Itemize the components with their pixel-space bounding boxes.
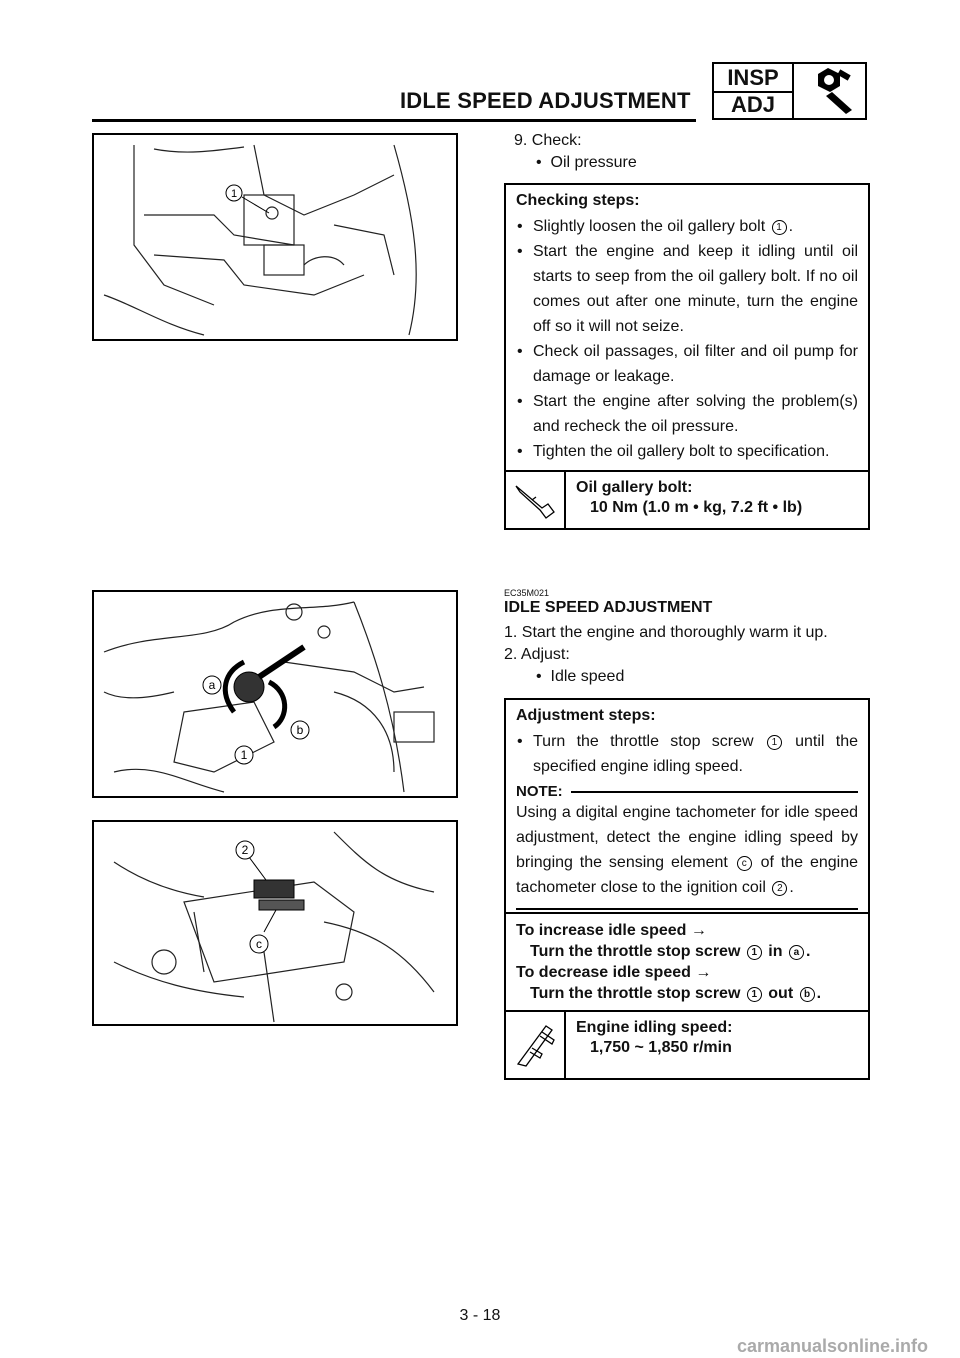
adjustment-steps-heading: Adjustment steps: — [516, 707, 656, 724]
oil-gallery-bolt-value: 10 Nm (1.0 m • kg, 7.2 ft • lb) — [590, 499, 803, 516]
header-divider — [92, 119, 696, 122]
adjustment-step-item: Turn the throttle stop screw 1 until the… — [516, 729, 858, 779]
page-number: 3 - 18 — [459, 1307, 501, 1324]
figure-oil-gallery-bolt: 1 — [92, 133, 458, 341]
ref-1-icon: 1 — [766, 735, 782, 750]
ref-1-icon: 1 — [746, 945, 762, 960]
checking-steps-heading: Checking steps: — [516, 192, 640, 209]
checking-step-item: Start the engine and keep it idling unti… — [516, 239, 858, 339]
ref-1-icon: 1 — [771, 220, 787, 235]
badge-insp-label: INSP — [714, 64, 792, 93]
step-2-item-text: Idle speed — [550, 668, 625, 685]
checking-steps-box: Checking steps: Slightly loosen the oil … — [504, 183, 870, 530]
figure-label: b — [297, 723, 304, 737]
step-2-label: 2. Adjust: — [504, 646, 570, 663]
figure-throttle-stop-screw: a b 1 — [92, 590, 458, 798]
oil-gallery-bolt-title: Oil gallery bolt: — [576, 479, 693, 496]
page-title: IDLE SPEED ADJUSTMENT — [400, 88, 691, 113]
checking-step-item: Slightly loosen the oil gallery bolt 1. — [516, 214, 858, 239]
torque-wrench-icon — [506, 472, 566, 528]
step-2-item: • Idle speed — [536, 668, 625, 685]
figure-label: c — [256, 937, 262, 951]
engine-idling-speed-spec: Engine idling speed: 1,750 ~ 1,850 r/min — [506, 1012, 868, 1078]
increase-label: To increase idle speed → — [516, 922, 707, 939]
watermark: carmanualsonline.info — [736, 1336, 928, 1356]
ref-1-icon: 1 — [746, 987, 762, 1002]
figure-label: 2 — [242, 843, 249, 857]
adjustment-steps-box: Adjustment steps: Turn the throttle stop… — [504, 698, 870, 1080]
idle-speed-direction: To increase idle speed → Turn the thrott… — [506, 912, 868, 1012]
wrench-icon — [794, 64, 865, 118]
oil-gallery-bolt-spec: Oil gallery bolt: 10 Nm (1.0 m • kg, 7.2… — [506, 472, 868, 528]
figure-label: 1 — [241, 748, 248, 762]
figure-label: a — [209, 678, 216, 692]
ref-c-icon: c — [736, 856, 752, 871]
checking-step-item: Check oil passages, oil filter and oil p… — [516, 339, 858, 389]
figure-ignition-coil: 2 c — [92, 820, 458, 1026]
caliper-icon — [506, 1012, 566, 1078]
note-body: Using a digital engine tachometer for id… — [516, 800, 858, 910]
section-code: EC35M021 — [504, 588, 550, 598]
badge-adj-label: ADJ — [730, 92, 775, 117]
engine-idling-speed-value: 1,750 ~ 1,850 r/min — [590, 1039, 732, 1056]
ref-a-icon: a — [788, 945, 804, 960]
engine-idling-speed-title: Engine idling speed: — [576, 1019, 733, 1036]
figure-label: 1 — [231, 188, 237, 200]
ref-2-icon: 2 — [772, 881, 788, 896]
checking-step-item: Tighten the oil gallery bolt to specific… — [516, 439, 858, 464]
note-heading: NOTE: — [516, 783, 858, 800]
decrease-action: Turn the throttle stop screw 1 out b. — [530, 985, 822, 1002]
step-1-text: 1. Start the engine and thoroughly warm … — [504, 624, 828, 641]
section-title: IDLE SPEED ADJUSTMENT — [504, 599, 713, 616]
decrease-label: To decrease idle speed → — [516, 964, 712, 981]
section-badge: INSP ADJ — [712, 62, 867, 120]
step-9-item: • Oil pressure — [536, 154, 637, 171]
increase-action: Turn the throttle stop screw 1 in a. — [530, 943, 811, 960]
step-9-label: 9. Check: — [514, 132, 582, 149]
checking-step-item: Start the engine after solving the probl… — [516, 389, 858, 439]
ref-b-icon: b — [799, 987, 815, 1002]
step-9-item-text: Oil pressure — [550, 154, 637, 171]
